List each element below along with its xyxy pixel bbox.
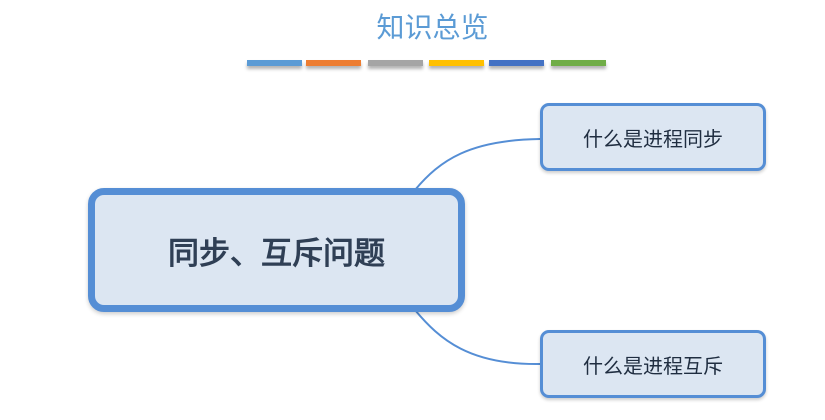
color-bar-green xyxy=(551,60,606,66)
color-bar-yellow xyxy=(429,60,484,66)
color-bar-gray xyxy=(368,60,423,66)
connector-sync xyxy=(414,138,541,191)
subtopic-process-mutex[interactable]: 什么是进程互斥 xyxy=(540,330,766,398)
connector-mutex xyxy=(414,309,541,366)
page-title: 知识总览 xyxy=(376,11,489,44)
color-bar-blue xyxy=(247,60,302,66)
subtopic-process-sync[interactable]: 什么是进程同步 xyxy=(540,103,766,171)
color-bar-orange xyxy=(306,60,361,66)
central-topic-node[interactable]: 同步、互斥问题 xyxy=(88,188,465,312)
color-bar-darkblue xyxy=(489,60,544,66)
